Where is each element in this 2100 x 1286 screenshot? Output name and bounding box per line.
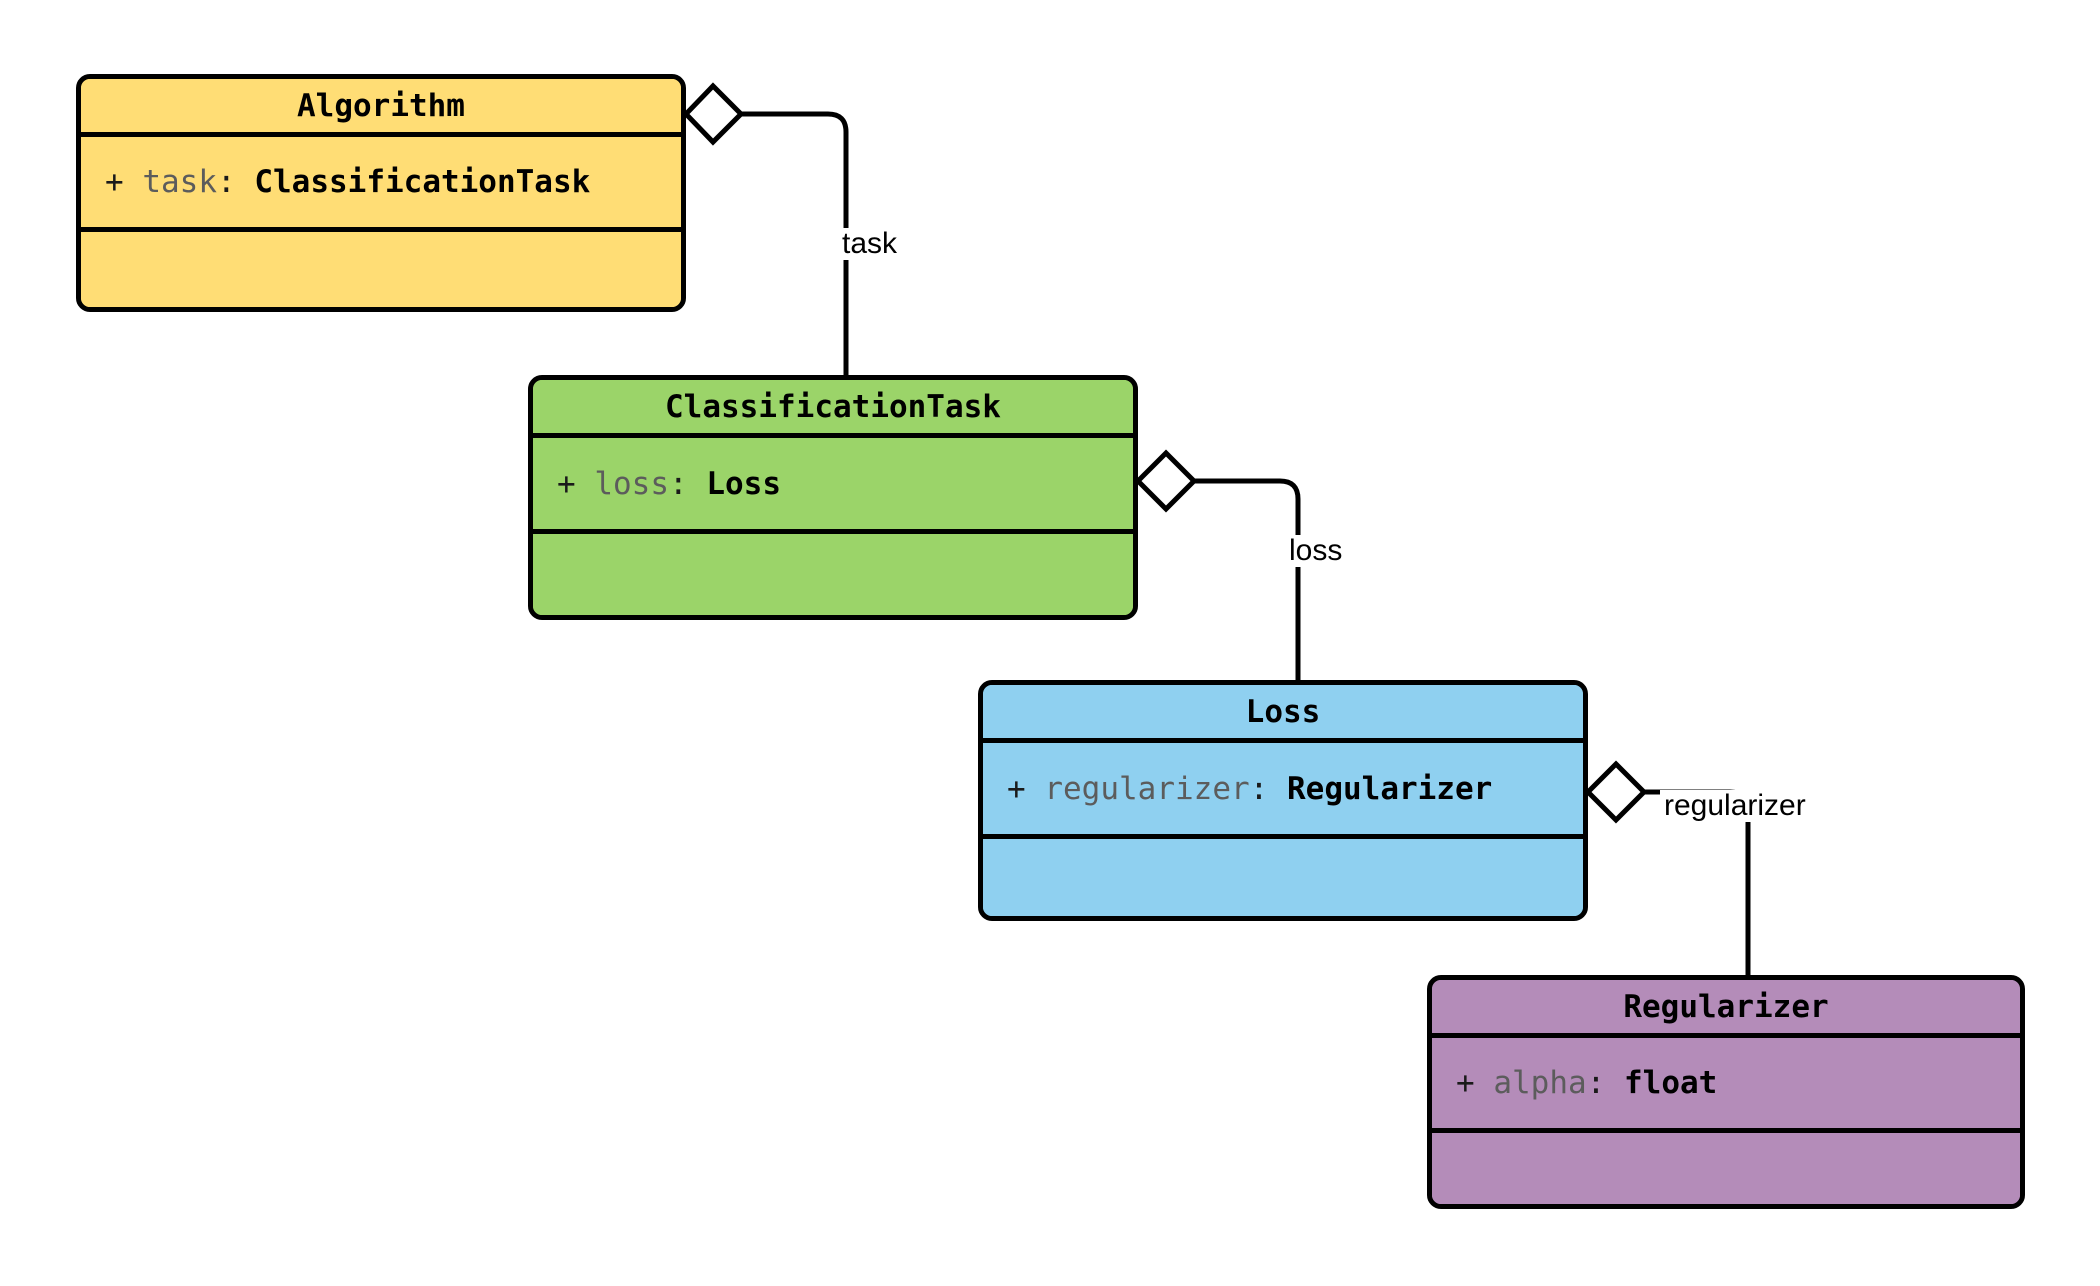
attribute-name: task [142,164,217,200]
attribute-separator: : [1249,770,1269,807]
relationship-label-algorithm-task: task [838,228,902,260]
attribute-type: float [1624,1065,1718,1101]
relationship-label-loss-regularizer: regularizer [1660,790,1810,822]
uml-class-classification-task[interactable]: ClassificationTask + loss: Loss [528,375,1138,620]
attribute-visibility: + [1456,1065,1475,1101]
attribute-separator: : [217,164,236,200]
uml-class-attributes-classification-task: + loss: Loss [533,438,1133,534]
attribute-name: alpha [1493,1065,1587,1101]
uml-class-loss[interactable]: Loss + regularizer: Regularizer [978,680,1588,921]
uml-class-methods-regularizer [1432,1133,2020,1204]
attribute-visibility: + [1007,770,1026,807]
uml-attribute-row: + task: ClassificationTask [105,164,590,200]
uml-class-algorithm[interactable]: Algorithm + task: ClassificationTask [76,74,686,312]
attribute-name: regularizer [1044,770,1250,807]
uml-class-title-loss: Loss [983,685,1583,743]
attribute-separator: : [1586,1065,1606,1101]
aggregation-diamond-icon [1134,449,1198,513]
uml-class-attributes-algorithm: + task: ClassificationTask [81,137,681,232]
uml-class-methods-algorithm [81,232,681,307]
uml-attribute-row: + alpha: float [1456,1065,1717,1101]
relationship-line [1194,478,1301,680]
attribute-type: ClassificationTask [254,164,591,200]
uml-class-title-algorithm: Algorithm [81,79,681,137]
relationship-line [741,111,849,375]
uml-class-title-regularizer: Regularizer [1432,980,2020,1038]
attribute-visibility: + [557,465,576,502]
attribute-separator: : [669,465,688,502]
attribute-visibility: + [105,164,124,200]
uml-class-methods-loss [983,839,1583,916]
aggregation-diamond-icon [1584,760,1648,824]
uml-class-methods-classification-task [533,534,1133,615]
relationship-algorithm-task[interactable] [682,82,849,375]
uml-attribute-row: + regularizer: Regularizer [1007,771,1492,807]
relationship-label-task-loss: loss [1285,535,1347,567]
uml-class-attributes-loss: + regularizer: Regularizer [983,743,1583,839]
attribute-type: Loss [706,465,781,502]
aggregation-diamond-icon [682,82,745,146]
uml-class-attributes-regularizer: + alpha: float [1432,1038,2020,1133]
uml-class-title-classification-task: ClassificationTask [533,380,1133,438]
uml-attribute-row: + loss: Loss [557,466,781,502]
uml-class-regularizer[interactable]: Regularizer + alpha: float [1427,975,2025,1209]
attribute-type: Regularizer [1287,770,1493,807]
attribute-name: loss [594,465,669,502]
relationship-task-loss[interactable] [1134,449,1301,680]
